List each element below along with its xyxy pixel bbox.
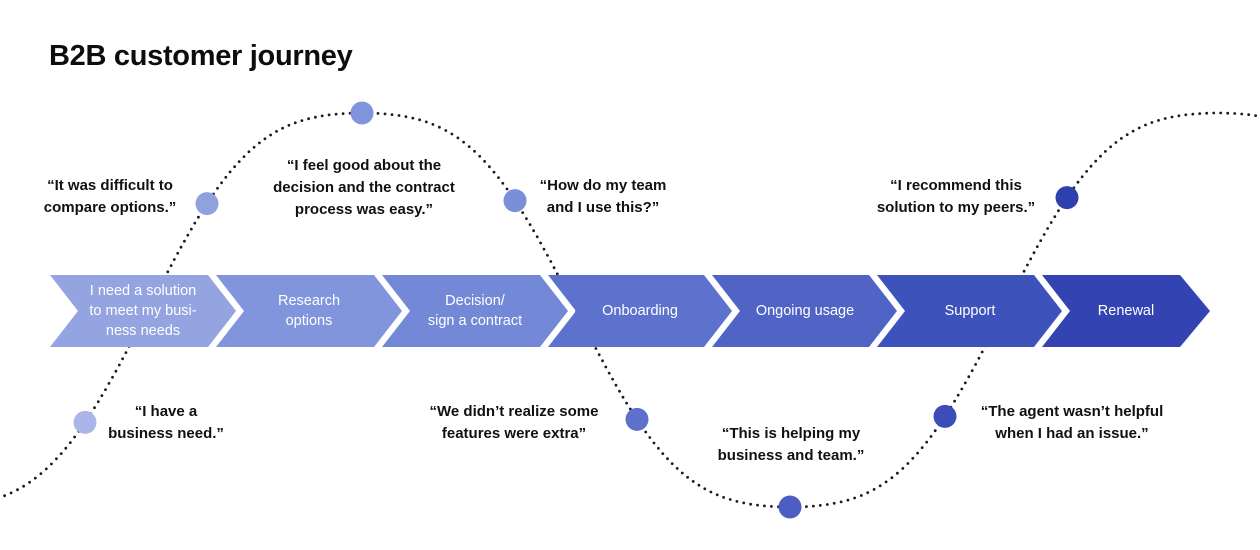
stage-chevron-renewal — [1042, 275, 1210, 347]
journey-dot-compare — [195, 192, 219, 216]
journey-stage-bar — [50, 275, 1210, 347]
quote-helping: “This is helping my business and team.” — [717, 425, 865, 464]
journey-dot-helping — [778, 495, 802, 519]
stage-chevron-research — [216, 275, 402, 347]
stage-chevron-ongoing — [712, 275, 897, 347]
quote-features: “We didn’t realize some features were ex… — [429, 403, 599, 442]
journey-dot-agent — [933, 404, 957, 428]
quote-business-need: “I have a business need.” — [108, 403, 224, 442]
journey-dots — [73, 101, 1079, 519]
quote-decision: “I feel good about the decision and the … — [273, 157, 455, 218]
stage-chevron-need — [50, 275, 236, 347]
journey-dot-recommend — [1055, 186, 1079, 210]
quote-agent: “The agent wasn’t helpful when I had an … — [980, 403, 1164, 442]
stage-chevron-onboarding — [548, 275, 732, 347]
quote-compare: “It was difficult to compare options.” — [43, 177, 177, 216]
quote-onboarding: “How do my team and I use this?” — [539, 177, 667, 216]
journey-dot-onboarding — [503, 189, 527, 213]
page-title: B2B customer journey — [49, 40, 353, 72]
journey-dot-features — [625, 407, 649, 431]
journey-dot-decision — [350, 101, 374, 125]
stage-chevron-support — [877, 275, 1062, 347]
stage-chevron-decision — [382, 275, 568, 347]
journey-dot-business-need — [73, 410, 97, 434]
quote-recommend: “I recommend this solution to my peers.” — [876, 177, 1036, 216]
